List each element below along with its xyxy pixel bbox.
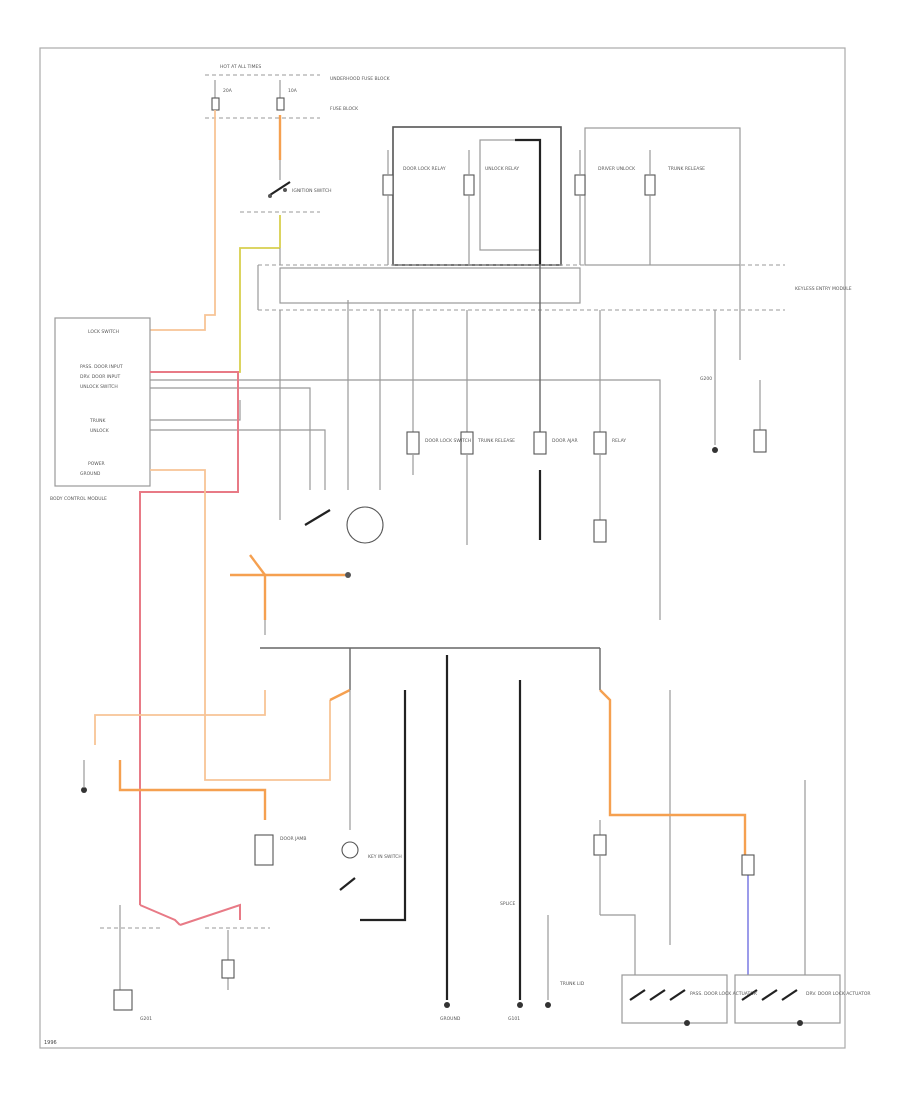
lock-relay-box: DOOR LOCK RELAY UNLOCK RELAY — [382, 126, 562, 266]
hot-at-all-times-label: HOT AT ALL TIMES — [220, 64, 261, 70]
ground-symbol-1 — [444, 1002, 450, 1008]
ignition-switch-label: IGNITION SWITCH — [292, 188, 332, 194]
bcm-row-1: LOCK SWITCH — [88, 329, 119, 335]
orange-splice — [230, 554, 351, 635]
mid-components: DOOR LOCK SWITCH TRUNK RELEASE DOOR AJAR… — [406, 429, 767, 455]
long-orange-run — [599, 689, 747, 860]
bcm-row-7: POWER — [88, 461, 105, 467]
bcm-wire-1 — [150, 379, 661, 620]
battery-feed-wire — [150, 110, 216, 331]
bcm-row-5: TRUNK — [89, 418, 107, 424]
module-label: KEYLESS ENTRY MODULE — [795, 286, 852, 292]
page-label: 1996 — [44, 1040, 57, 1046]
body-control-module: LOCK SWITCH PASS. DOOR INPUT DRV. DOOR I… — [50, 317, 151, 502]
diagram-frame — [39, 47, 846, 1049]
underhood-fuse-label: UNDERHOOD FUSE BLOCK — [330, 76, 391, 82]
fuse-left-label: 20A — [223, 88, 233, 94]
mid-comp-4-label: RELAY — [612, 438, 626, 444]
bcm-wire-2 — [150, 387, 311, 490]
relay-d-label: TRUNK RELEASE — [667, 166, 705, 172]
relay-a-label: DOOR LOCK RELAY — [403, 166, 446, 172]
fuse-right-label: 10A — [288, 88, 298, 94]
bcm-wire-4 — [150, 429, 326, 490]
door-lock-switch-pass — [621, 974, 728, 1026]
mid-comp-3-label: DOOR AJAR — [552, 438, 578, 444]
mid-comp-2-label: TRUNK RELEASE — [477, 438, 515, 444]
relay-c-label: DRIVER UNLOCK — [598, 166, 636, 172]
bcm-row-2: PASS. DOOR INPUT — [80, 364, 123, 370]
mid-comp-1-label: DOOR LOCK SWITCH — [425, 438, 471, 444]
door-lock-switch-drv — [734, 974, 841, 1026]
keyless-entry-module: KEYLESS ENTRY MODULE — [257, 264, 852, 360]
ground-label-g3: G201 — [140, 1016, 152, 1022]
bcm-wire-3 — [150, 400, 241, 421]
bcm-row-4: UNLOCK SWITCH — [80, 384, 118, 390]
bcm-row-8: GROUND — [80, 471, 101, 477]
lower-label-7: DRV. DOOR LOCK ACTUATOR — [806, 991, 871, 997]
lower-label-6: PASS. DOOR LOCK ACTUATOR — [690, 991, 757, 997]
ground-label-g2: G200 — [700, 376, 712, 382]
ground-symbol-2 — [517, 1002, 523, 1008]
ignition-switch: IGNITION SWITCH — [150, 115, 332, 373]
unlock-relay-box: DRIVER UNLOCK TRUNK RELEASE — [574, 127, 741, 266]
fuse-block-top: HOT AT ALL TIMES 20A 10A UNDERHOOD FUSE … — [205, 64, 391, 119]
lower-label-4: GROUND — [440, 1016, 461, 1022]
fuse-block-label: FUSE BLOCK — [330, 106, 359, 112]
ground-label-g1: G101 — [508, 1016, 520, 1022]
lower-label-3: SPLICE — [500, 901, 516, 907]
relay-b-label: UNLOCK RELAY — [485, 166, 519, 172]
bcm-orange-wire — [150, 469, 331, 781]
bcm-red-wire — [139, 371, 239, 905]
lower-label-2: DOOR JAMB — [280, 836, 306, 842]
lower-orange-loop — [94, 690, 266, 745]
ground-symbol-3 — [545, 1002, 551, 1008]
ground-symbol-4 — [81, 787, 87, 793]
red-splice-bottom — [100, 903, 270, 1011]
lower-center-coil — [254, 834, 274, 866]
bcm-row-3: DRV. DOOR INPUT — [80, 374, 121, 380]
lower-label-1: KEY IN SWITCH — [368, 854, 402, 860]
lower-label-5: TRUNK LID — [559, 981, 585, 987]
lower-orange-wire — [118, 760, 267, 820]
bcm-row-6: UNLOCK — [90, 428, 110, 434]
bcm-label: BODY CONTROL MODULE — [50, 496, 107, 502]
